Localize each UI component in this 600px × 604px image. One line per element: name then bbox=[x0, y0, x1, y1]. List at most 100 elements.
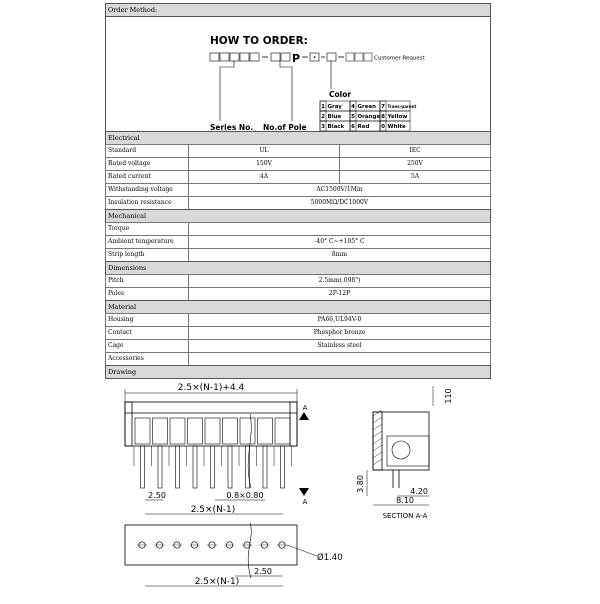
drawing-header: Drawing bbox=[105, 365, 491, 379]
dim-hole: Ø1.40 bbox=[317, 552, 343, 563]
dim-span: 2.5×(N-1) bbox=[191, 505, 236, 515]
value-standard-iec: IEC bbox=[339, 145, 490, 157]
label-contact: Contact bbox=[106, 327, 189, 339]
section-clamp bbox=[386, 435, 430, 467]
front-pins bbox=[133, 445, 292, 489]
color-code: 1 bbox=[321, 104, 325, 110]
front-cells bbox=[134, 417, 291, 445]
color-name: Blue bbox=[328, 114, 342, 120]
electrical-header: Electrical bbox=[105, 131, 491, 144]
value-withstand: AC1500V/1Min bbox=[316, 186, 363, 193]
how-to-order-diagram: HOW TO ORDER: P • Customer Request bbox=[209, 35, 426, 132]
dim-hole-pitch: 2.50 bbox=[254, 567, 272, 576]
row-contact: Contact Phosphor bronze bbox=[105, 326, 491, 339]
hatch-line bbox=[372, 437, 383, 445]
how-to-order-title: HOW TO ORDER: bbox=[210, 35, 308, 47]
color-name: Trans-parent bbox=[388, 104, 417, 109]
terminal-pin bbox=[210, 445, 215, 489]
hatch-line bbox=[372, 416, 383, 424]
side-110: 110 bbox=[444, 388, 453, 403]
terminal-cell bbox=[239, 417, 256, 445]
color-code: 0 bbox=[381, 124, 385, 130]
series-box-1 bbox=[209, 52, 220, 62]
series-leader bbox=[219, 61, 235, 121]
value-accessories bbox=[189, 353, 490, 365]
color-name: Green bbox=[358, 104, 377, 110]
side-380: 3.80 bbox=[356, 475, 365, 493]
row-standard: Standard UL IEC bbox=[105, 144, 491, 157]
row-accessories: Accessories bbox=[105, 352, 491, 365]
section-mark-bottom: A bbox=[303, 498, 308, 506]
pole-leader bbox=[279, 61, 293, 121]
bottom-holes bbox=[137, 541, 287, 549]
label-cage: Cage bbox=[106, 340, 189, 352]
color-box bbox=[326, 52, 337, 62]
value-ambient: -40° C~+105° C bbox=[314, 238, 365, 245]
cust-box-3 bbox=[363, 52, 373, 62]
label-poles: Poles bbox=[106, 288, 189, 300]
cust-box-2 bbox=[354, 52, 364, 62]
series-box-3 bbox=[229, 52, 240, 62]
label-ambient: Ambient temperature bbox=[106, 236, 189, 248]
label-voltage: Rated voltage bbox=[106, 158, 189, 170]
color-code: 7 bbox=[381, 104, 385, 110]
value-pitch: 2.5mm(.098") bbox=[318, 277, 361, 284]
terminal-cell bbox=[169, 417, 186, 445]
how-to-order-box: HOW TO ORDER: P • Customer Request bbox=[105, 16, 491, 132]
housing-end-left bbox=[124, 401, 133, 447]
section-label: SECTION A-A bbox=[383, 512, 428, 520]
terminal-cell bbox=[187, 417, 203, 445]
pole-box-1 bbox=[270, 52, 281, 62]
row-poles: Poles 2P-12P bbox=[105, 287, 491, 300]
terminal-pin bbox=[192, 445, 198, 489]
section-screw bbox=[391, 440, 411, 460]
terminal-cell bbox=[152, 417, 168, 445]
terminal-cell bbox=[204, 417, 221, 445]
value-housing: PA66,UL94V-0 bbox=[317, 316, 362, 323]
color-code: 3 bbox=[321, 124, 325, 130]
label-current: Rated current bbox=[106, 171, 189, 183]
value-voltage-ul: 150V bbox=[256, 160, 272, 167]
terminal-pin bbox=[175, 445, 180, 489]
hatch-line bbox=[372, 409, 383, 417]
color-name: White bbox=[388, 124, 406, 130]
dot-glyph: • bbox=[313, 55, 317, 62]
break-line-bottom bbox=[247, 522, 252, 579]
value-voltage-iec: 250V bbox=[339, 158, 490, 170]
terminal-cell bbox=[134, 417, 151, 445]
label-standard: Standard bbox=[106, 145, 189, 157]
color-name: Orange bbox=[358, 114, 381, 120]
value-strip: 8mm bbox=[331, 251, 348, 258]
spec-sheet: Order Method: HOW TO ORDER: P • Customer… bbox=[105, 3, 491, 379]
terminal-cell bbox=[222, 417, 238, 445]
technical-drawing: 2.5×(N-1)+4.4 A A 2.50 0.8×0.80 2.5×(N-1… bbox=[105, 378, 505, 600]
material-header: Material bbox=[105, 300, 491, 313]
color-name: Gray bbox=[328, 104, 343, 110]
row-housing: Housing PA66,UL94V-0 bbox=[105, 313, 491, 326]
terminal-pin bbox=[245, 445, 250, 489]
series-box-2 bbox=[219, 52, 230, 62]
housing-bottom bbox=[124, 524, 298, 566]
terminal-pin bbox=[280, 445, 285, 489]
side-810: 8.10 bbox=[396, 496, 414, 505]
hatch-line bbox=[372, 458, 383, 466]
hole-leader bbox=[286, 544, 318, 557]
row-pitch: Pitch 2.5mm(.098") bbox=[105, 274, 491, 287]
value-cage: Stainless steel bbox=[317, 342, 362, 349]
color-code: 5 bbox=[351, 114, 355, 120]
value-torque bbox=[189, 223, 490, 235]
side-420: 4.20 bbox=[410, 487, 428, 496]
row-torque: Torque bbox=[105, 222, 491, 235]
mechanical-header: Mechanical bbox=[105, 209, 491, 222]
label-housing: Housing bbox=[106, 314, 189, 326]
section-wall-left bbox=[372, 411, 383, 471]
label-strip: Strip length bbox=[106, 249, 189, 261]
section-arrow-bottom bbox=[299, 488, 309, 496]
pole-box-2 bbox=[280, 52, 291, 62]
color-code: 2 bbox=[321, 114, 325, 120]
dimensions-header: Dimensions bbox=[105, 261, 491, 274]
value-standard-ul: UL bbox=[259, 147, 269, 154]
value-current-ul: 4A bbox=[259, 173, 269, 180]
label-pitch: Pitch bbox=[106, 275, 189, 287]
